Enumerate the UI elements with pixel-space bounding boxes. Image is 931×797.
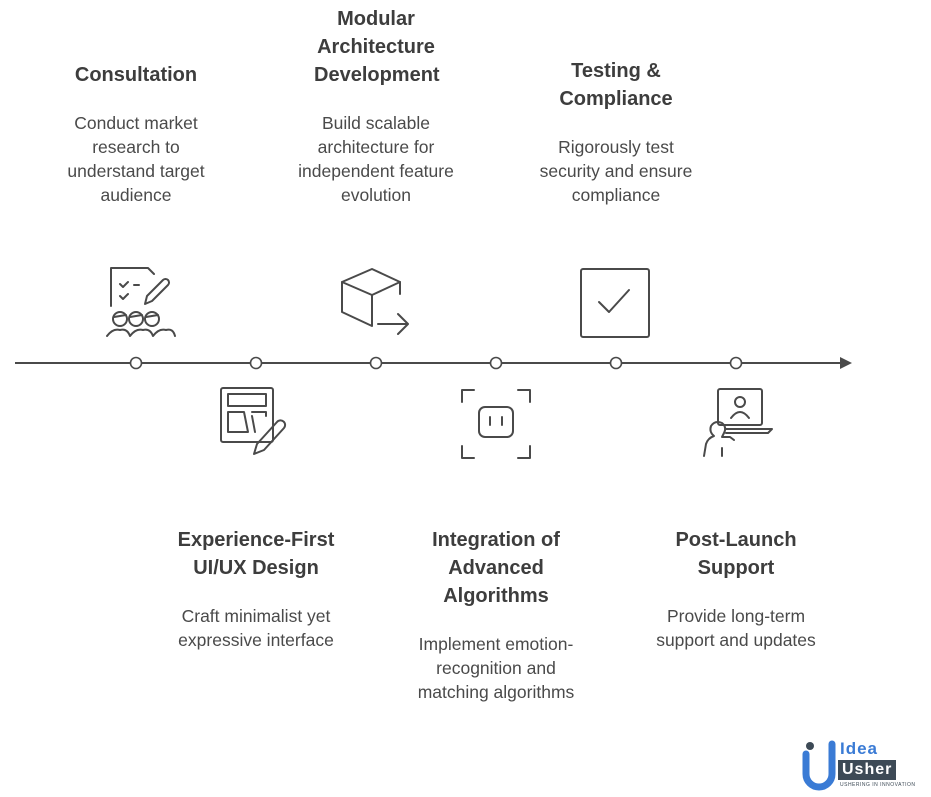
timeline-node-3 [369,356,383,370]
step-description: Provide long-term support and updates [656,606,816,650]
logo-line2: Usher [838,760,897,780]
ui-design-pencil-icon [218,384,298,464]
step-modular-architecture: Modular Architecture Development Build s… [276,5,476,207]
step-title: Integration of Advanced Algorithms [432,529,560,607]
robot-icon [456,384,536,464]
support-agent-icon [696,384,776,464]
logo-mark-icon [802,740,836,791]
step-title: Experience-First UI/UX Design [177,529,335,579]
step-ui-ux-design: Experience-First UI/UX Design Craft mini… [156,526,356,652]
step-description: Build scalable architecture for independ… [298,113,454,205]
step-title: Modular Architecture Development [314,8,440,86]
timeline-node-5 [609,356,623,370]
logo-line1: Idea [840,739,879,758]
idea-usher-logo: Idea Usher USHERING IN INNOVATION [800,738,925,792]
consultation-icon [98,264,178,344]
timeline-node-2 [249,356,263,370]
step-advanced-algorithms: Integration of Advanced Algorithms Imple… [396,526,596,704]
step-description: Craft minimalist yet expressive interfac… [178,606,334,650]
step-consultation: Consultation Conduct market research to … [36,61,236,207]
step-title: Testing & Compliance [559,60,673,110]
step-title: Post-Launch Support [675,529,797,579]
timeline-arrowhead [840,357,852,369]
step-description: Conduct market research to understand ta… [67,113,205,205]
step-testing-compliance: Testing & Compliance Rigorously test sec… [516,57,716,207]
step-post-launch-support: Post-Launch Support Provide long-term su… [636,526,836,652]
timeline-node-6 [729,356,743,370]
checkbox-icon [576,264,656,344]
timeline-node-4 [489,356,503,370]
step-title: Consultation [74,64,198,86]
logo-tagline: USHERING IN INNOVATION [840,782,916,788]
step-description: Implement emotion-recognition and matchi… [417,634,575,702]
cube-arrow-icon [336,264,416,344]
timeline-node-1 [129,356,143,370]
step-description: Rigorously test security and ensure comp… [539,137,693,205]
